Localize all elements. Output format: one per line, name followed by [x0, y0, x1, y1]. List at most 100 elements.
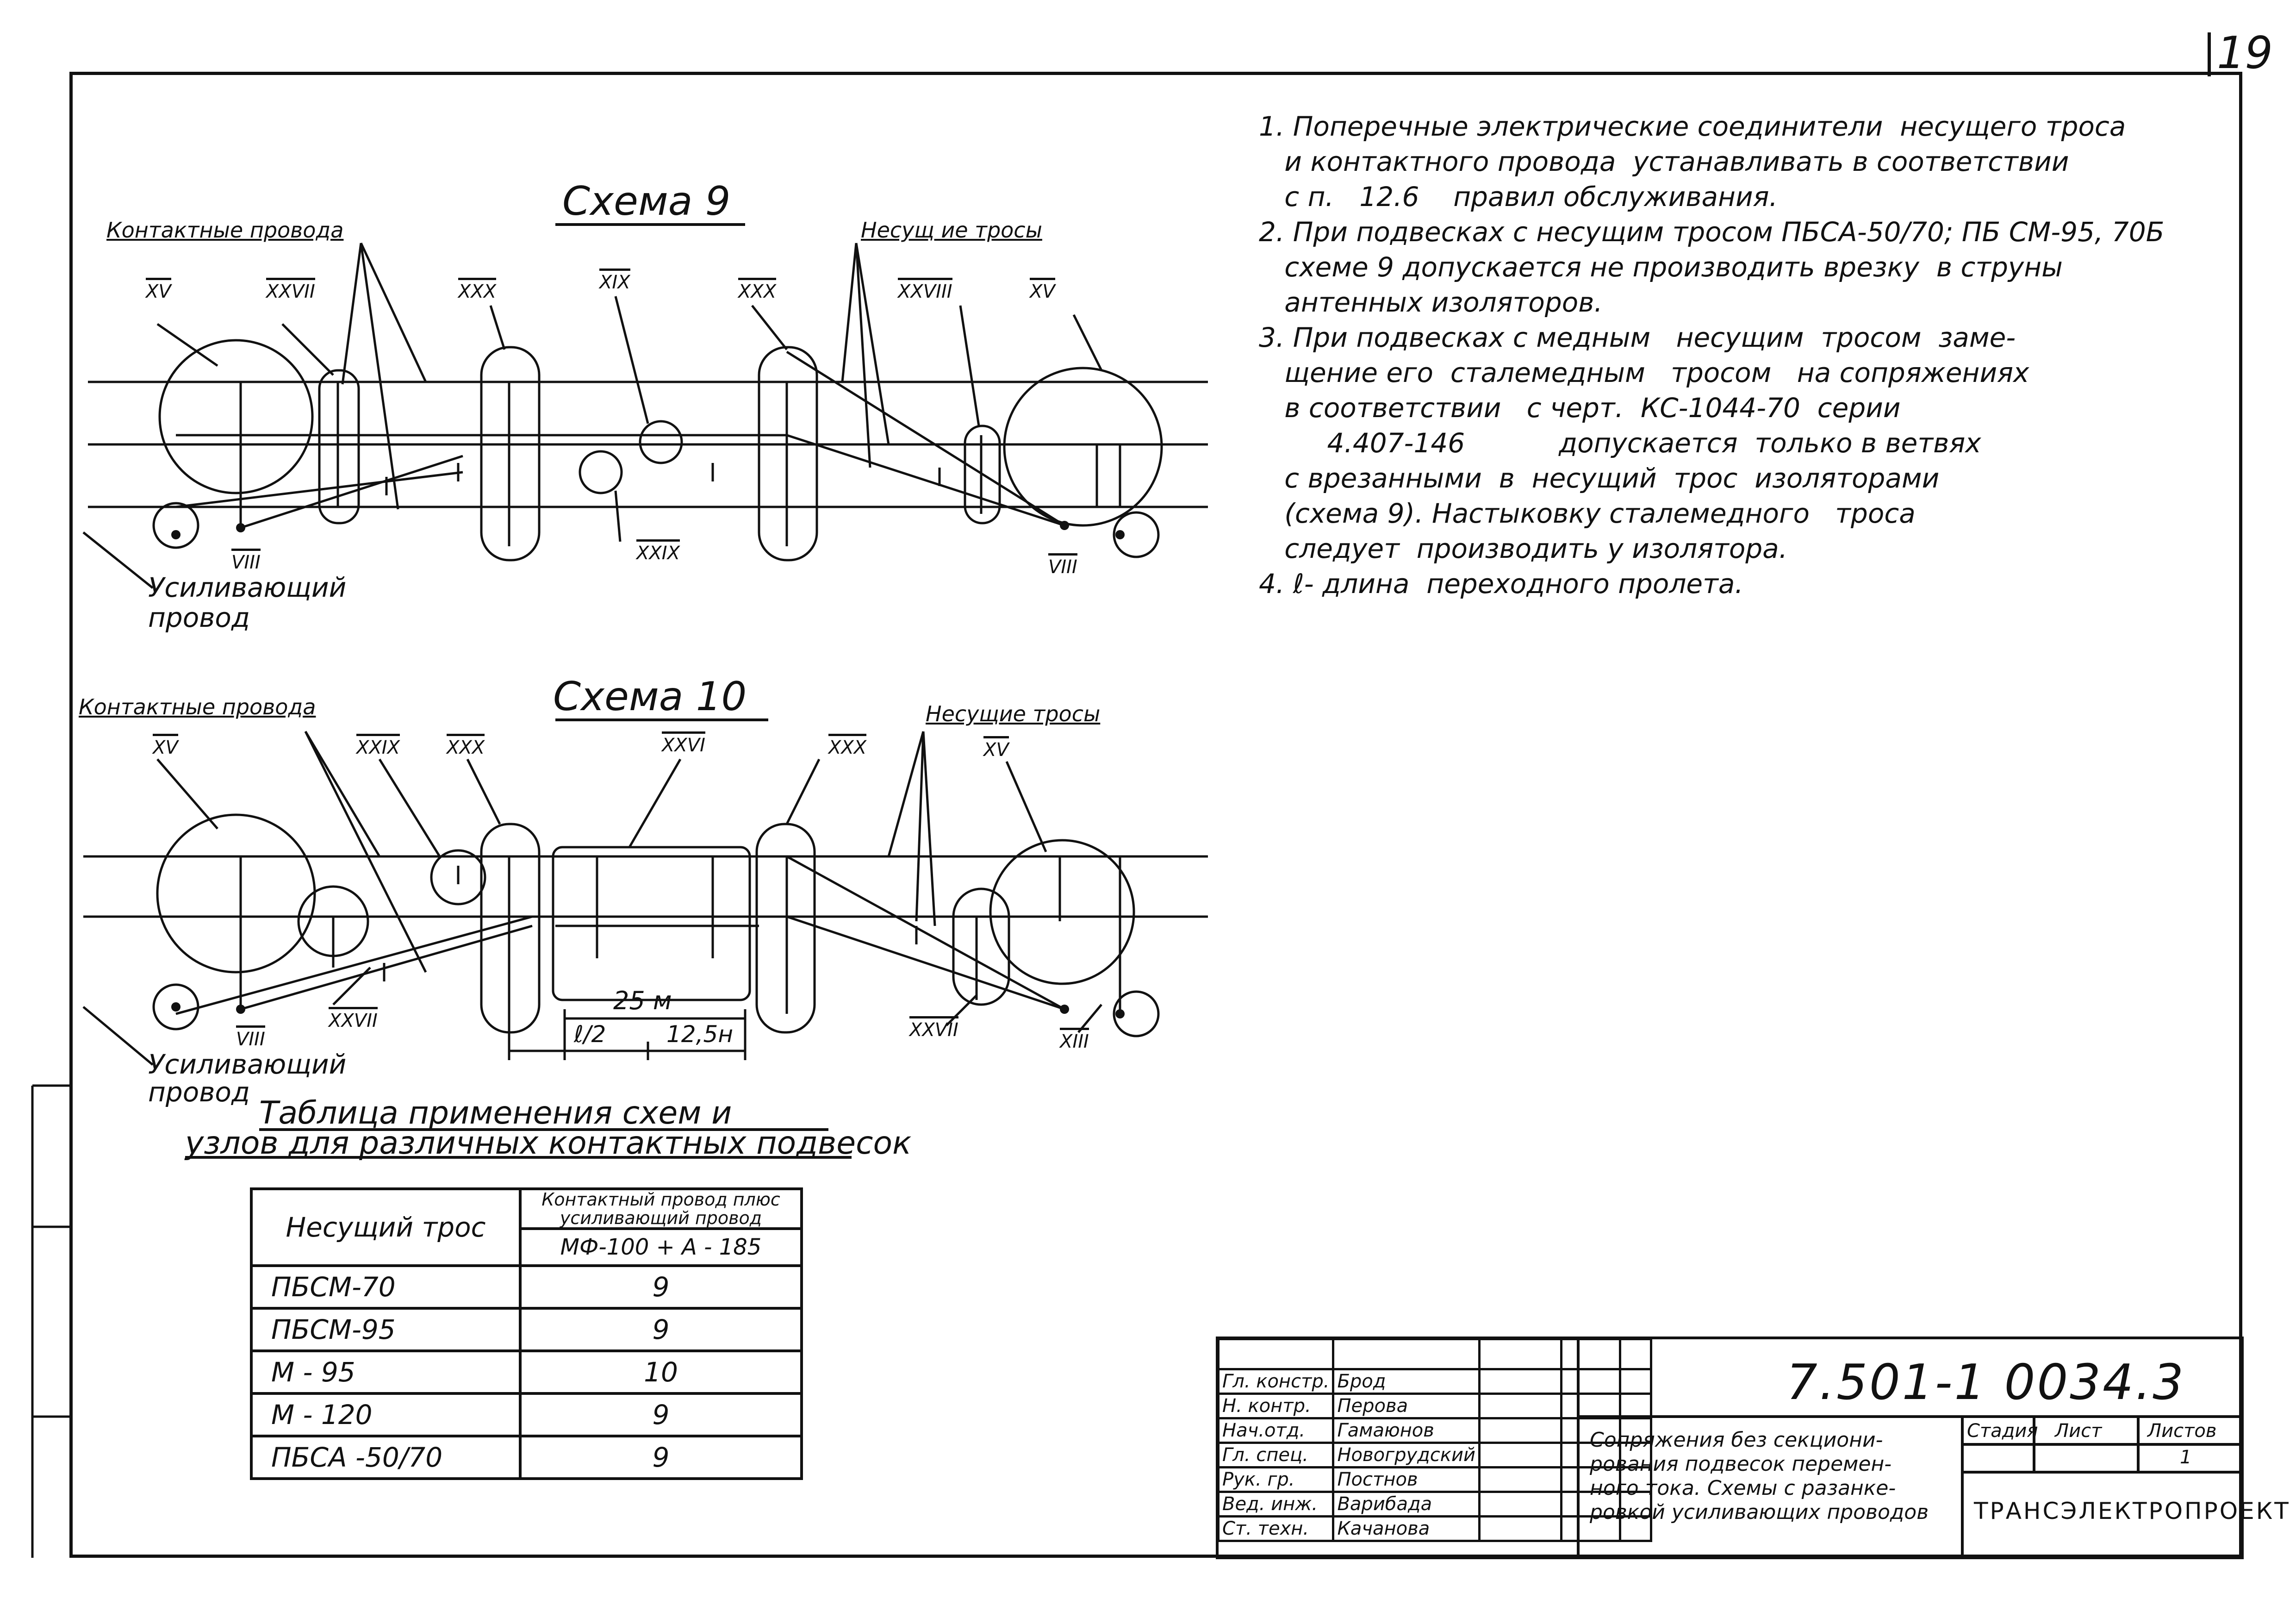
stamp-row: Гл. спец.Новогрудский [1217, 1442, 1652, 1468]
sheet-number: 19 [2217, 28, 2273, 79]
schema9-node-6: XXVIII [898, 278, 952, 302]
desc-line: ровкой усиливающих проводов [1590, 1500, 1929, 1524]
stamp-row: Нач.отд.Гамаюнов [1217, 1417, 1652, 1444]
table-cell-cable: ПБСМ-95 [250, 1307, 522, 1352]
schema10-dim-part: 12,5н [666, 1021, 734, 1048]
table-row: М - 95 10 [250, 1349, 803, 1395]
schema10-node-9: XXVII [909, 1016, 958, 1041]
stamp-name: Качанова [1332, 1515, 1481, 1542]
table-row: ПБСА -50/70 9 [250, 1435, 803, 1480]
stamp-row: Н. контр.Перова [1217, 1393, 1652, 1419]
note-line: 2. При подвесках с несущим тросом ПБСА-5… [1259, 216, 2165, 248]
stamp-name: Перова [1332, 1393, 1481, 1419]
table-title-line1: Таблица применения схем и [259, 1095, 732, 1131]
stamp-name: Варибада [1332, 1491, 1481, 1518]
table-header-wire-line1: Контактный провод плюс [541, 1189, 780, 1210]
document-number: 7.501-1 0034.3 [1786, 1354, 2186, 1411]
table-cell-scheme: 9 [519, 1392, 803, 1437]
stamp-name: Брод [1332, 1368, 1481, 1395]
note-line: 3. При подвесках с медным несущим тросом… [1259, 322, 2016, 353]
schema9-node-10: VIII [1048, 553, 1077, 578]
table-header-cable: Несущий трос [250, 1187, 522, 1267]
company-name: ТРАНСЭЛЕКТРОПРОЕКТ [1974, 1498, 2290, 1524]
stamp-row: Гл. констр.Брод [1217, 1368, 1652, 1395]
table-row: М - 120 9 [250, 1392, 803, 1437]
schema9-node-2: XXVII [266, 278, 315, 302]
table-cell-cable: М - 120 [250, 1392, 522, 1437]
schema9-contact-wires-label: Контактные провода [106, 218, 344, 243]
sheet-label: Лист [2055, 1420, 2102, 1442]
stamp-name: Новогрудский [1332, 1442, 1481, 1468]
table-subheader-wire: МФ-100 + А - 185 [519, 1227, 803, 1267]
schema9-node-4: XIX [599, 269, 630, 293]
table-cell-scheme: 9 [519, 1264, 803, 1310]
drawing-frame [69, 72, 2242, 1558]
table-cell-cable: М - 95 [250, 1349, 522, 1395]
table-cell-cable: ПБСА -50/70 [250, 1435, 522, 1480]
schema10-node-2: XXIX [356, 734, 400, 758]
schema10-carrier-cables-label: Несущие тросы [926, 701, 1101, 726]
schema9-node-3: XXX [458, 278, 497, 302]
note-line: схеме 9 допускается не производить врезк… [1259, 251, 2063, 283]
note-line: щение его сталемедным тросом на сопряжен… [1259, 357, 2029, 388]
note-line: в соответствии с черт. КС-1044-70 серии [1259, 392, 1901, 424]
schema9-reinforcing-label-1: Усиливающий [148, 572, 347, 603]
stamp-role: Вед. инж. [1217, 1491, 1335, 1518]
schema10-node-10: XIII [1060, 1028, 1089, 1052]
sheet-number-tick [2208, 32, 2211, 76]
table-header-wire-line2: усиливающий провод [560, 1208, 762, 1228]
stamp-role: Нач.отд. [1217, 1417, 1335, 1444]
schema9-node-5: XXX [738, 278, 777, 302]
table-cell-scheme: 9 [519, 1307, 803, 1352]
desc-line: Сопряжения без секциони- [1590, 1428, 1883, 1452]
sheets-label: Листов [2147, 1420, 2217, 1442]
schema10-reinforcing-label-1: Усиливающий [148, 1049, 347, 1080]
table-row: ПБСМ-95 9 [250, 1307, 803, 1352]
schema9-carrier-cables-label: Несущ ие тросы [861, 218, 1042, 243]
schema10-node-7: VIII [236, 1025, 265, 1050]
note-line: 4.407-146 допускается только в ветвях [1259, 427, 1981, 459]
notes-block: 1. Поперечные электрические соединители … [1259, 109, 2231, 601]
application-table: Несущий трос Контактный провод плюс усил… [250, 1187, 803, 1480]
schema10-contact-wires-label: Контактные провода [79, 694, 316, 719]
table-cell-scheme: 9 [519, 1435, 803, 1480]
stage-label: Стадия [1967, 1420, 2038, 1442]
stamp-name: Гамаюнов [1332, 1417, 1481, 1444]
stamp-role: Гл. констр. [1217, 1368, 1335, 1395]
note-line: и контактного провода устанавливать в со… [1259, 146, 2069, 177]
sheets-value: 1 [2180, 1447, 2192, 1468]
schema10-reinforcing-label-2: провод [148, 1076, 250, 1108]
note-line: следует производить у изолятора. [1259, 533, 1788, 564]
schema9-reinforcing-label-2: провод [148, 602, 250, 633]
schema10-node-4: XXVI [662, 731, 705, 756]
schema9-node-7: XV [1030, 278, 1055, 302]
table-cell-cable: ПБСМ-70 [250, 1264, 522, 1310]
note-line: 1. Поперечные электрические соединители … [1259, 111, 2126, 142]
stamp-name: Постнов [1332, 1466, 1481, 1493]
stamp-role: Гл. спец. [1217, 1442, 1335, 1468]
stamp-row: Вед. инж.Варибада [1217, 1491, 1652, 1518]
note-line: (схема 9). Настыковку сталемедного троса [1259, 498, 1916, 529]
note-line: антенных изоляторов. [1259, 287, 1603, 318]
stamp-role: Н. контр. [1217, 1393, 1335, 1419]
schema10-node-8: XXVII [329, 1007, 378, 1031]
schema10-dim-total: 25 м [613, 986, 672, 1015]
table-header-wire: Контактный провод плюс усиливающий прово… [519, 1187, 803, 1230]
signature-table: Гл. констр.Брод Н. контр.Перова Нач.отд.… [1217, 1338, 1652, 1542]
schema10-node-1: XV [153, 734, 178, 758]
schema10-title: Схема 10 [553, 674, 747, 720]
schema9-title: Схема 9 [562, 178, 731, 225]
schema10-node-3: XXX [447, 734, 485, 758]
table-row: ПБСМ-70 9 [250, 1264, 803, 1310]
stamp-row: Ст. техн.Качанова [1217, 1515, 1652, 1542]
desc-line: ного тока. Схемы с разанке- [1590, 1476, 1896, 1500]
desc-line: рования подвесок перемен- [1590, 1452, 1892, 1476]
schema10-node-5: XXX [828, 734, 867, 758]
note-line: 4. ℓ- длина переходного пролета. [1259, 568, 1743, 600]
schema10-node-6: XV [983, 736, 1009, 761]
schema9-node-9: XXIX [636, 539, 680, 564]
table-title-line2: узлов для различных контактных подвесок [185, 1125, 912, 1162]
schema9-node-1: XV [146, 278, 171, 302]
